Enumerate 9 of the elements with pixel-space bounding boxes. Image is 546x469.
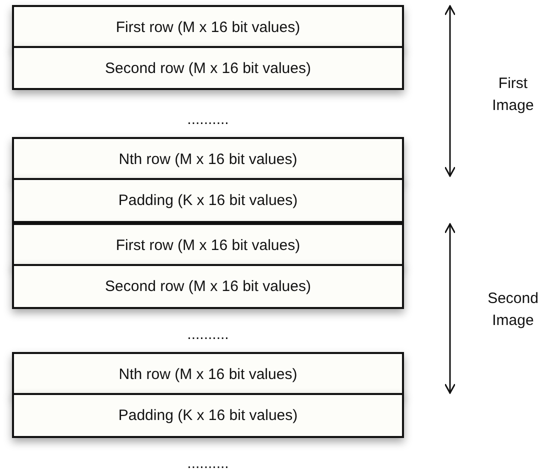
memory-row: Padding (K x 16 bit values) [12, 178, 404, 223]
image-label: Second Image [486, 289, 540, 331]
image-label: First Image [491, 74, 535, 116]
ellipsis: .......... [186, 454, 230, 469]
ellipsis: .......... [186, 325, 230, 345]
memory-row: Padding (K x 16 bit values) [12, 393, 404, 438]
ellipsis: .......... [186, 110, 230, 130]
memory-row: Second row (M x 16 bit values) [12, 264, 404, 309]
memory-row: Second row (M x 16 bit values) [12, 46, 404, 90]
